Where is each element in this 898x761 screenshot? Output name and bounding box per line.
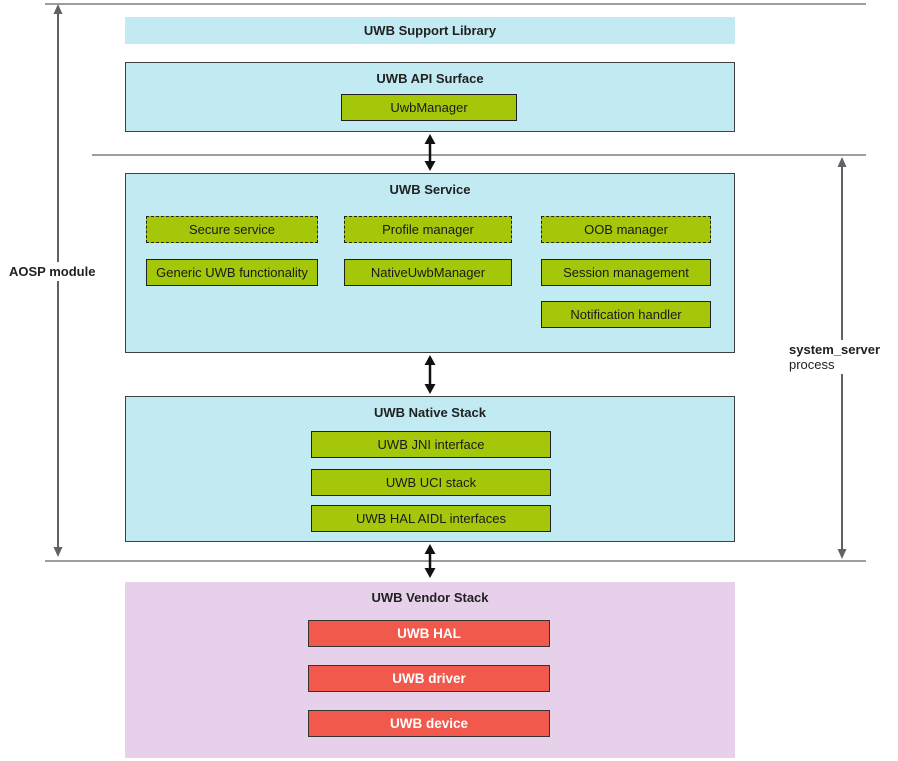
uwb-hal-label: UWB HAL: [397, 626, 461, 641]
service-native-double-arrow-icon: [424, 355, 436, 394]
module-uwb-uci-stack: UWB UCI stack: [311, 469, 551, 496]
support-library-title: UWB Support Library: [363, 23, 497, 38]
secure-service-label: Secure service: [189, 222, 275, 237]
uwb-uci-stack-label: UWB UCI stack: [385, 475, 477, 490]
uwb-device-label: UWB device: [389, 716, 469, 731]
profile-manager-label: Profile manager: [382, 222, 474, 237]
native-stack-title: UWB Native Stack: [374, 405, 486, 420]
layer-support-library: UWB Support Library: [125, 17, 735, 44]
session-management-label: Session management: [563, 265, 689, 280]
module-native-uwb-manager: NativeUwbManager: [344, 259, 512, 286]
oob-manager-label: OOB manager: [584, 222, 668, 237]
uwb-driver-label: UWB driver: [392, 671, 466, 686]
module-uwb-jni-interface: UWB JNI interface: [311, 431, 551, 458]
module-secure-service: Secure service: [146, 216, 318, 243]
api-service-double-arrow-icon: [424, 134, 436, 171]
native-vendor-double-arrow-icon: [424, 544, 436, 578]
layer-uwb-service: UWB Service Secure service Profile manag…: [125, 173, 735, 353]
module-uwb-hal-aidl-interfaces: UWB HAL AIDL interfaces: [311, 505, 551, 532]
layer-native-stack: UWB Native Stack UWB JNI interface UWB U…: [125, 396, 735, 542]
native-uwb-manager-label: NativeUwbManager: [370, 265, 486, 280]
aosp-module-label: AOSP module: [6, 262, 104, 281]
module-oob-manager: OOB manager: [541, 216, 711, 243]
uwb-service-title: UWB Service: [389, 182, 471, 197]
system-server-process-label: system_server process: [786, 340, 892, 374]
uwb-hal-aidl-interfaces-label: UWB HAL AIDL interfaces: [355, 511, 507, 526]
layer-api-surface: UWB API Surface UwbManager: [125, 62, 735, 132]
uwb-jni-interface-label: UWB JNI interface: [377, 437, 485, 452]
notification-handler-label: Notification handler: [570, 307, 682, 322]
module-notification-handler: Notification handler: [541, 301, 711, 328]
generic-uwb-functionality-label: Generic UWB functionality: [156, 265, 308, 280]
module-profile-manager: Profile manager: [344, 216, 512, 243]
layer-vendor-stack: UWB Vendor Stack UWB HAL UWB driver UWB …: [125, 582, 735, 758]
module-uwb-manager: UwbManager: [341, 94, 517, 121]
module-session-management: Session management: [541, 259, 711, 286]
system-server-label: system_server: [789, 342, 881, 357]
process-label: process: [789, 357, 835, 372]
module-generic-uwb-functionality: Generic UWB functionality: [146, 259, 318, 286]
uwb-manager-label: UwbManager: [390, 100, 468, 115]
vendor-stack-title: UWB Vendor Stack: [371, 590, 489, 605]
module-uwb-device: UWB device: [308, 710, 550, 737]
api-surface-title: UWB API Surface: [376, 71, 484, 86]
module-uwb-driver: UWB driver: [308, 665, 550, 692]
module-uwb-hal: UWB HAL: [308, 620, 550, 647]
